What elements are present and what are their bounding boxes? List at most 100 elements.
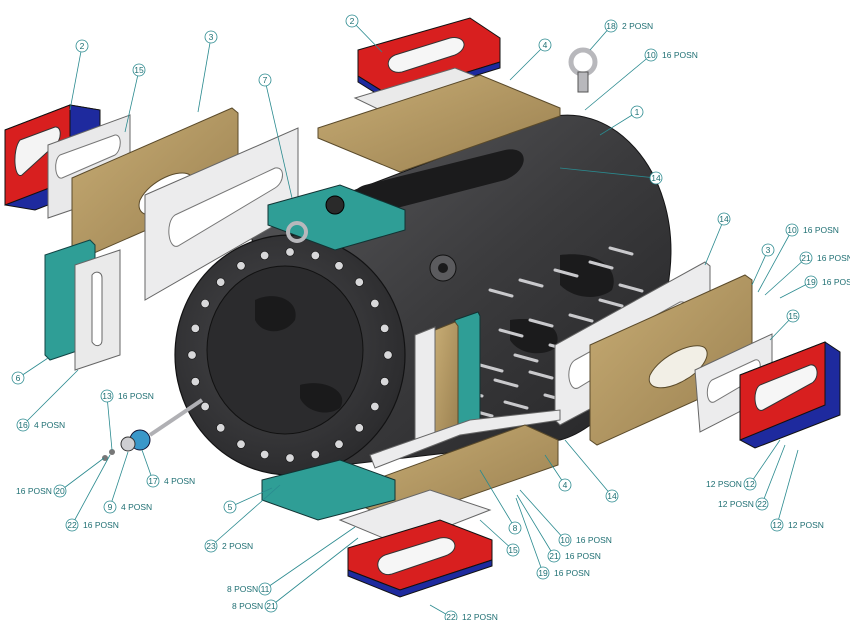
callout-number: 14 xyxy=(719,214,729,224)
callout-number: 19 xyxy=(806,277,816,287)
callout-balloon xyxy=(506,543,520,557)
callout-number: 12 xyxy=(745,479,755,489)
callout-leader xyxy=(751,249,769,286)
callout-balloon xyxy=(103,500,117,514)
flange-bolt-hole xyxy=(190,377,200,387)
top-tan-plate xyxy=(317,74,561,173)
callout-item-15: 15 xyxy=(479,519,520,557)
callout-number: 4 xyxy=(563,480,568,490)
callout-leader xyxy=(776,449,799,526)
callout-leader xyxy=(71,454,111,526)
callout-item-4: 4 xyxy=(509,38,552,81)
callout-number: 20 xyxy=(55,486,65,496)
stud-bolt xyxy=(513,353,539,363)
callout-leader xyxy=(479,469,516,529)
callout-number: 8 xyxy=(513,523,518,533)
callout-quantity: 16 POSN xyxy=(565,551,601,561)
callout-balloon xyxy=(558,478,572,492)
callout-number: 5 xyxy=(228,502,233,512)
callout-balloon xyxy=(258,73,272,87)
callout-number: 19 xyxy=(538,568,548,578)
callout-number: 15 xyxy=(788,311,798,321)
callout-quantity: 4 POSN xyxy=(34,420,65,430)
callout-leader xyxy=(509,44,546,81)
callout-balloon xyxy=(799,251,813,265)
callout-item-2: 2 xyxy=(69,39,89,111)
callout-leader xyxy=(599,111,638,136)
callout-balloon xyxy=(761,243,775,257)
callout-leader xyxy=(757,229,793,293)
callout-number: 9 xyxy=(108,502,113,512)
callout-balloon xyxy=(11,371,25,385)
callout-leader xyxy=(584,54,652,111)
flange-bolt-hole xyxy=(334,261,344,271)
top-red-flange xyxy=(357,17,501,103)
callout-item-4: 4 xyxy=(544,454,572,492)
callout-balloon xyxy=(53,484,67,498)
callout-item-6: 6 xyxy=(11,357,49,385)
callout-quantity: 12 POSN xyxy=(788,520,824,530)
callout-leader xyxy=(564,439,613,497)
callout-quantity: 12 POSN xyxy=(462,612,498,620)
callout-item-3: 3 xyxy=(751,243,775,286)
callout-leader xyxy=(519,489,566,541)
callout-balloon xyxy=(65,518,79,532)
callout-balloon xyxy=(75,39,89,53)
top-eyebolt xyxy=(568,47,598,93)
bottom-teal-plate xyxy=(261,459,396,521)
flange-bolt-hole xyxy=(370,401,380,411)
callout-item-2: 2 xyxy=(345,14,383,53)
callout-number: 21 xyxy=(801,253,811,263)
callout-quantity: 2 POSN xyxy=(622,21,653,31)
front-tan-strip xyxy=(434,321,459,443)
flange-bolt-hole xyxy=(310,251,320,261)
front-teal-plate xyxy=(454,311,481,433)
callout-number: 11 xyxy=(261,584,270,594)
callout-number: 14 xyxy=(607,491,617,501)
callout-quantity: 16 POSN xyxy=(16,486,52,496)
callout-quantity: 16 POSN xyxy=(822,277,850,287)
flange-bolt-hole xyxy=(380,323,390,333)
callout-balloon xyxy=(649,171,663,185)
callout-balloon xyxy=(604,19,618,33)
stud-bolt xyxy=(493,378,519,388)
callout-item-14: 14 xyxy=(564,439,619,503)
callout-number: 2 xyxy=(80,41,85,51)
callout-balloon xyxy=(204,30,218,44)
callout-quantity: 16 POSN xyxy=(576,535,612,545)
front-gasket-strip xyxy=(414,326,436,449)
callout-item-14: 14 xyxy=(704,212,731,266)
stud-bolt xyxy=(528,318,554,328)
callout-leader xyxy=(761,444,786,505)
bottom-gasket xyxy=(369,409,561,469)
flange-bolt-hole xyxy=(285,453,295,463)
side-port-bore xyxy=(438,263,448,273)
callout-balloon xyxy=(100,389,114,403)
callout-number: 22 xyxy=(446,612,456,620)
callout-balloon xyxy=(644,48,658,62)
callout-quantity: 8 POSN xyxy=(227,584,258,594)
callout-quantity: 12 POSN xyxy=(718,499,754,509)
callout-item-22: 22 12 POSN xyxy=(429,604,498,620)
stud-bolt xyxy=(608,246,634,256)
stud-bolt xyxy=(618,283,644,293)
right-red-flange xyxy=(739,341,841,449)
callout-number: 23 xyxy=(206,541,216,551)
flange-bolt-hole xyxy=(260,251,270,261)
flange-bolt-holes xyxy=(187,247,393,463)
callout-leader xyxy=(351,20,383,53)
callout-item-5: 5 xyxy=(223,487,273,514)
callout-leader xyxy=(124,69,140,133)
callout-balloon xyxy=(717,212,731,226)
right-tan-plate xyxy=(589,274,753,446)
callout-leader xyxy=(106,395,113,451)
